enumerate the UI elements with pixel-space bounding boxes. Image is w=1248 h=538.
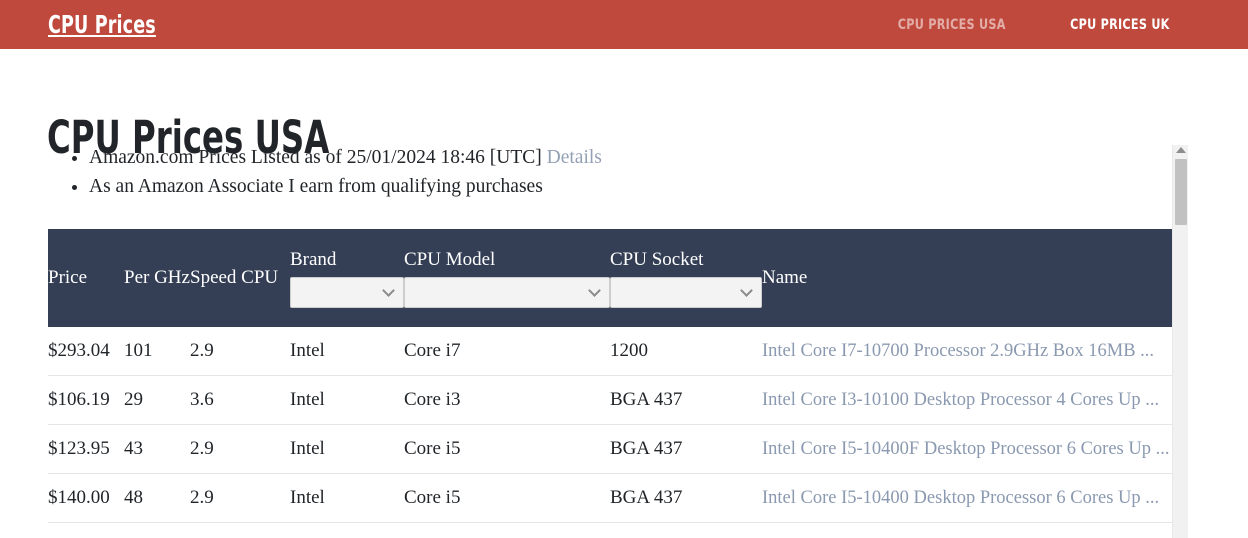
cell-speed: 3.6 xyxy=(190,375,290,425)
column-header-price[interactable]: Price xyxy=(48,229,124,327)
product-link[interactable]: Intel Core I3-10100 Desktop Processor 4 … xyxy=(762,390,1160,410)
column-header-name[interactable]: Name xyxy=(762,229,1172,327)
cell-cpu-model: Core i7 xyxy=(404,522,610,538)
cell-price: $123.95 xyxy=(48,424,124,474)
cpu-model-filter-select[interactable] xyxy=(404,276,610,308)
column-header-cpu-socket[interactable]: CPU Socket xyxy=(610,229,762,327)
cell-name: Intel Core I3-10100 Desktop Processor 4 … xyxy=(762,375,1172,425)
page-title: CPU Prices USA xyxy=(47,111,330,165)
column-label-price: Price xyxy=(48,267,88,288)
cell-cpu-model: Core i7 xyxy=(404,340,461,361)
cell-speed: 2.9 xyxy=(190,424,290,474)
top-navbar: CPU Prices CPU PRICES USA CPU PRICES UK xyxy=(0,0,1248,49)
nav-links: CPU PRICES USA CPU PRICES UK xyxy=(889,17,1178,33)
cell-speed: 2.9 xyxy=(190,473,290,523)
cpu-prices-table: Price Per GHz Speed CPU xyxy=(48,229,1172,538)
cell-cpu-model: Core i5 xyxy=(404,473,610,523)
table-header-row: Price Per GHz Speed CPU xyxy=(48,229,1172,327)
column-label-per-ghz: Per GHz xyxy=(124,267,190,288)
product-link[interactable]: Intel Core I5-10400F Desktop Processor 6… xyxy=(762,439,1170,459)
note-text: Amazon.com Prices Listed as of 25/01/202… xyxy=(89,147,542,168)
product-link[interactable]: Intel Core I7-10700 Processor 2.9GHz Box… xyxy=(762,341,1155,361)
notes-list: Amazon.com Prices Listed as of 25/01/202… xyxy=(47,143,602,201)
brand-logo[interactable]: CPU Prices xyxy=(48,10,156,39)
cell-price: $140.00 xyxy=(48,473,124,523)
cell-price: $293.04 xyxy=(48,340,110,361)
product-link[interactable]: Intel Core I5-10400 Desktop Processor 6 … xyxy=(762,488,1160,508)
table-wrapper: Price Per GHz Speed CPU xyxy=(48,229,1172,538)
cell-per-ghz: 29 xyxy=(124,375,190,425)
cell-speed: 2.9 xyxy=(190,340,214,361)
table-row[interactable]: $106.19 29 3.6 Intel Core i3 BGA 437 Int… xyxy=(48,375,1172,425)
column-label-cpu-socket: CPU Socket xyxy=(610,248,704,270)
table-body: $293.04 101 2.9 Intel Core i7 1200 Intel… xyxy=(48,327,1172,538)
cell-per-ghz: 43 xyxy=(124,424,190,474)
cell-brand: Intel xyxy=(290,424,404,474)
table-row[interactable]: $130.65 47 2.8 Intel Core i7 BGA1288 Int… xyxy=(48,522,1172,538)
cell-name: Intel Core I7-640M SLBTN 2.8GHz 4MB Dual… xyxy=(762,522,1172,538)
cell-cpu-socket: 1200 xyxy=(610,340,648,361)
table-scroll-area: Price Per GHz Speed CPU xyxy=(0,145,1190,538)
cell-name: Intel Core I7-10700 Processor 2.9GHz Box… xyxy=(762,327,1172,376)
column-header-per-ghz[interactable]: Per GHz xyxy=(124,229,190,327)
note-item-prices-listed: Amazon.com Prices Listed as of 25/01/202… xyxy=(89,143,602,172)
cell-cpu-socket: BGA 437 xyxy=(610,375,762,425)
cell-price: $130.65 xyxy=(48,522,124,538)
page-body: CPU Prices USA Amazon.com Prices Listed … xyxy=(0,49,1248,538)
cell-cpu-socket: BGA 437 xyxy=(610,473,762,523)
column-label-cpu-model: CPU Model xyxy=(404,248,496,270)
cell-cpu-model: Core i3 xyxy=(404,375,610,425)
column-label-speed-cpu: Speed CPU xyxy=(190,267,279,288)
column-header-brand[interactable]: Brand xyxy=(290,229,404,327)
table-head: Price Per GHz Speed CPU xyxy=(48,229,1172,327)
cell-brand: Intel xyxy=(290,522,404,538)
nav-link-cpu-prices-uk[interactable]: CPU PRICES UK xyxy=(1070,16,1170,33)
vertical-scrollbar[interactable] xyxy=(1172,145,1188,538)
cell-per-ghz: 101 xyxy=(124,340,153,361)
cell-speed: 2.8 xyxy=(190,522,290,538)
column-header-speed-cpu[interactable]: Speed CPU xyxy=(190,229,290,327)
cell-cpu-socket: BGA 437 xyxy=(610,424,762,474)
chevron-down-icon xyxy=(588,284,601,297)
cell-per-ghz: 47 xyxy=(124,522,190,538)
table-row[interactable]: $123.95 43 2.9 Intel Core i5 BGA 437 Int… xyxy=(48,424,1172,474)
cell-per-ghz: 48 xyxy=(124,473,190,523)
chevron-down-icon xyxy=(382,284,395,297)
table-row[interactable]: $293.04 101 2.9 Intel Core i7 1200 Intel… xyxy=(48,327,1172,376)
nav-link-cpu-prices-usa[interactable]: CPU PRICES USA xyxy=(897,16,1006,33)
note-text: As an Amazon Associate I earn from quali… xyxy=(89,176,543,197)
column-header-cpu-model[interactable]: CPU Model xyxy=(404,229,610,327)
note-item-associate: As an Amazon Associate I earn from quali… xyxy=(89,172,602,201)
column-label-brand: Brand xyxy=(290,248,337,270)
cell-cpu-model: Core i5 xyxy=(404,424,610,474)
scrollbar-thumb[interactable] xyxy=(1175,159,1187,225)
cell-brand: Intel xyxy=(290,473,404,523)
cell-brand: Intel xyxy=(290,340,325,361)
cell-brand: Intel xyxy=(290,375,404,425)
cell-name: Intel Core I5-10400 Desktop Processor 6 … xyxy=(762,473,1172,523)
cell-name: Intel Core I5-10400F Desktop Processor 6… xyxy=(762,424,1172,474)
cell-price: $106.19 xyxy=(48,375,124,425)
scroll-up-arrow-icon[interactable] xyxy=(1175,147,1186,153)
cpu-socket-filter-select[interactable] xyxy=(610,276,762,308)
column-label-name: Name xyxy=(762,267,808,288)
chevron-down-icon xyxy=(740,284,753,297)
brand-filter-select[interactable] xyxy=(290,276,404,308)
table-row[interactable]: $140.00 48 2.9 Intel Core i5 BGA 437 Int… xyxy=(48,473,1172,523)
cell-cpu-socket: BGA1288 xyxy=(610,522,762,538)
details-link[interactable]: Details xyxy=(546,147,602,168)
